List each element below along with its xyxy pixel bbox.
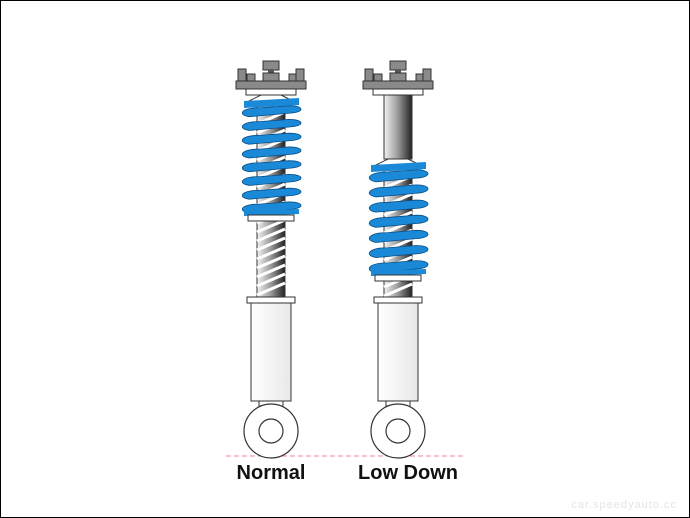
lock-collar xyxy=(373,296,423,304)
spring-coil xyxy=(241,146,302,159)
mount-knob xyxy=(389,60,407,71)
thread-line xyxy=(256,263,286,279)
spring-coil xyxy=(368,245,429,258)
thread-line xyxy=(256,272,286,288)
upper-washer xyxy=(372,88,424,96)
lower-spring-seat xyxy=(374,274,422,282)
coilover-low-down-icon xyxy=(362,60,434,459)
mount-plate xyxy=(235,80,307,90)
mount-nut xyxy=(389,72,407,82)
spring-coil xyxy=(241,174,302,186)
spring-coil xyxy=(368,184,429,198)
thread-line xyxy=(256,227,286,243)
piston-shaft xyxy=(383,94,413,160)
spring-coil xyxy=(368,260,429,274)
spring-coil xyxy=(241,160,302,173)
thread-line xyxy=(256,245,286,261)
watermark: car.speedyauto.cc xyxy=(571,499,677,511)
spring-end-top xyxy=(244,98,299,108)
mount-stud xyxy=(246,73,256,82)
spring-coil xyxy=(241,119,302,131)
spring-coil xyxy=(368,199,429,213)
damper-body xyxy=(377,302,419,402)
label-low-down: Low Down xyxy=(358,462,458,484)
spring-coil xyxy=(368,229,429,243)
lower-spring-seat xyxy=(247,214,295,222)
mount-plate xyxy=(362,80,434,90)
mount-knob xyxy=(262,60,280,71)
mount-stem xyxy=(268,70,274,74)
coilover-normal-icon xyxy=(235,60,307,459)
mount-stud xyxy=(237,68,247,82)
spring-coil xyxy=(241,187,302,200)
spring-end-bottom xyxy=(371,269,426,276)
upper-washer xyxy=(245,88,297,96)
mount-stud xyxy=(422,68,432,82)
spring-coil xyxy=(241,105,302,118)
thread-line xyxy=(256,281,286,297)
spring-end-bottom xyxy=(244,209,299,216)
mount-stud xyxy=(373,73,383,82)
eye-bushing xyxy=(258,418,284,444)
spring-coil xyxy=(368,169,429,183)
eye-bushing xyxy=(385,418,411,444)
mount-nut xyxy=(262,72,280,82)
damper-body xyxy=(250,302,292,402)
spring-coil xyxy=(241,132,302,145)
mount-stud xyxy=(295,68,305,82)
thread-line xyxy=(256,254,286,270)
lock-collar xyxy=(246,296,296,304)
label-normal: Normal xyxy=(236,462,306,484)
thread-line xyxy=(256,218,286,234)
spring-coil xyxy=(241,201,302,214)
spring-coil xyxy=(368,214,429,228)
mount-stem xyxy=(395,70,401,74)
mount-stud xyxy=(364,68,374,82)
thread-line xyxy=(256,236,286,252)
thread-line xyxy=(383,282,413,298)
spring-end-top xyxy=(371,162,426,172)
